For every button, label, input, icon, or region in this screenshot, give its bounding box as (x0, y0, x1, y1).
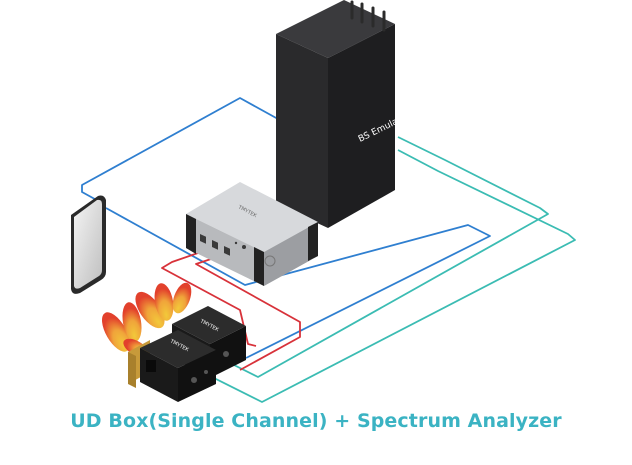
teal-cable-group (207, 136, 576, 403)
ud-box-top (186, 182, 318, 252)
phone-icon (71, 195, 106, 294)
antenna-icon (350, 0, 386, 32)
ud-box-side (264, 222, 318, 286)
bs-emulator-left-face (276, 34, 328, 228)
ud-box: TMYTEK (186, 182, 318, 286)
red-cable-2 (195, 257, 301, 371)
device-a: TMYTEK (140, 330, 216, 402)
blue-cable-1 (81, 97, 279, 204)
teal-cable-2 (207, 149, 576, 403)
blue-cable-2 (105, 207, 491, 359)
bs-emulator: BS Emulator (276, 0, 411, 228)
red-cable-group (161, 252, 301, 371)
ud-box-front-frame-right (254, 247, 264, 286)
bs-emulator-top (276, 0, 395, 58)
ud-box-side-frame (308, 222, 318, 261)
diagram-caption: UD Box(Single Channel) + Spectrum Analyz… (70, 410, 562, 432)
teal-cable-1 (223, 136, 549, 378)
blue-cable-group (81, 97, 491, 359)
ud-box-front-frame (186, 214, 196, 254)
ud-box-fan (264, 255, 276, 267)
red-cable-1 (161, 252, 257, 347)
beam-pattern-icon (102, 282, 192, 358)
bs-emulator-right-face (328, 24, 395, 228)
ud-box-ports (200, 234, 246, 256)
